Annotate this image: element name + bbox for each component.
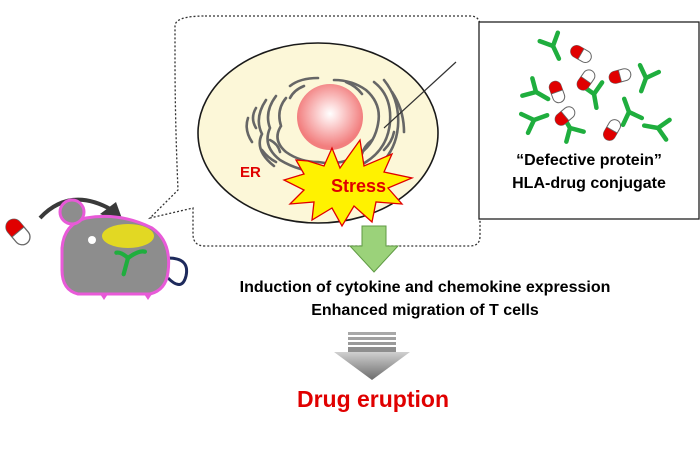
er-label: ER — [240, 164, 261, 181]
mouse-ear — [58, 198, 86, 226]
stress-burst — [282, 138, 415, 228]
hla-molecule-icon — [114, 249, 148, 277]
nucleus — [297, 84, 363, 150]
drug-eruption-title: Drug eruption — [296, 386, 450, 412]
mouse-tail — [150, 256, 189, 286]
mouse-foot — [100, 294, 108, 300]
defective-protein-label: “Defective protein” — [516, 152, 662, 169]
mouse-icon — [58, 198, 189, 300]
t-cell-migration-text: Enhanced migration of T cells — [311, 302, 539, 319]
zoom-line — [383, 61, 457, 129]
mouse-eye — [88, 236, 96, 244]
cytokine-induction-text: Induction of cytokine and chemokine expr… — [239, 279, 611, 296]
stress-label: Stress — [331, 176, 387, 196]
drug-capsule-icon — [2, 215, 34, 249]
skin-highlight — [102, 224, 154, 248]
mouse-foot — [144, 294, 152, 300]
gray-down-arrow — [334, 332, 410, 380]
hla-drug-conjugate-label: HLA-drug conjugate — [512, 175, 666, 192]
green-down-arrow — [348, 225, 400, 273]
